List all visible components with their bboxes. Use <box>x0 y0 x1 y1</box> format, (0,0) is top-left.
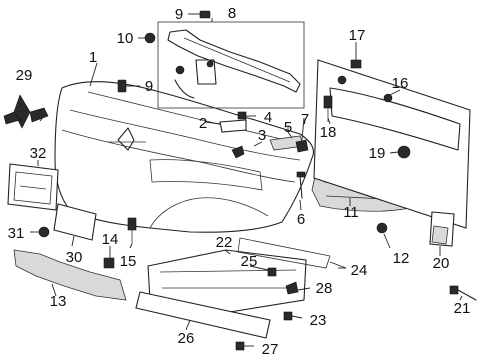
leader-lines <box>37 18 463 331</box>
screw-27 <box>235 341 254 351</box>
part-label-8: 8 <box>228 5 236 22</box>
screw-15 <box>127 217 137 244</box>
part-label-13: 13 <box>50 293 67 310</box>
nut-4 <box>237 111 256 120</box>
part-label-5: 5 <box>284 119 292 136</box>
part-label-23: 23 <box>310 312 327 329</box>
small-bracket-2 <box>205 119 247 133</box>
bracket-20 <box>429 211 455 247</box>
part-label-11: 11 <box>343 204 359 221</box>
part-label-21: 21 <box>454 300 471 317</box>
part-label-25: 25 <box>241 253 258 270</box>
part-label-12: 12 <box>393 250 410 267</box>
bolt-18 <box>323 95 333 122</box>
screw-25 <box>267 267 277 277</box>
part-label-4: 4 <box>264 109 272 126</box>
part-label-6: 6 <box>297 211 305 228</box>
part-label-22: 22 <box>216 234 233 251</box>
part-label-9-top: 9 <box>175 6 183 23</box>
part-label-28: 28 <box>316 280 333 297</box>
reinforcement-kit-box <box>157 21 305 109</box>
bracket-30 <box>53 203 97 241</box>
part-label-29: 29 <box>16 67 33 84</box>
part-label-18: 18 <box>320 124 337 141</box>
part-label-20: 20 <box>433 255 450 272</box>
part-label-24: 24 <box>351 262 368 279</box>
grille-insert-5 <box>269 131 305 151</box>
stud-6 <box>296 171 306 199</box>
part-label-19: 19 <box>369 145 386 162</box>
emblem <box>3 94 49 129</box>
part-label-30: 30 <box>66 249 83 266</box>
push-clip-10 <box>138 32 156 44</box>
clip-7 <box>295 139 309 153</box>
splash-shield-24 <box>237 237 347 269</box>
part-labels: 1 2 3 4 5 6 7 8 9 9 10 11 12 13 14 15 16… <box>8 5 471 358</box>
absorber-13 <box>13 249 127 301</box>
bolt-17 <box>350 50 362 69</box>
screw-top <box>188 10 211 19</box>
clip-3 <box>231 145 245 159</box>
part-label-17: 17 <box>349 27 366 44</box>
bolt-21 <box>449 285 477 301</box>
part-label-2: 2 <box>199 115 207 132</box>
bolt-19 <box>397 145 411 159</box>
part-label-27: 27 <box>262 341 279 358</box>
part-label-7: 7 <box>301 111 309 128</box>
part-label-14: 14 <box>102 231 119 248</box>
part-label-32: 32 <box>30 145 47 162</box>
part-label-10: 10 <box>117 30 134 47</box>
screw-23 <box>283 311 303 321</box>
clip-28 <box>285 281 299 295</box>
nut-12 <box>376 222 391 249</box>
clip-14 <box>103 257 115 269</box>
lower-trim-26 <box>135 291 271 339</box>
part-label-9-left: 9 <box>145 78 153 95</box>
nut-31 <box>30 226 50 238</box>
bumper-fascia <box>54 81 315 233</box>
screw-9-left <box>117 79 140 93</box>
part-label-31: 31 <box>8 225 25 242</box>
license-plate-bracket <box>7 163 59 211</box>
part-label-15: 15 <box>120 253 137 270</box>
part-label-26: 26 <box>178 330 195 347</box>
part-label-3: 3 <box>258 127 266 144</box>
impact-bar-panel <box>313 59 471 229</box>
part-label-1: 1 <box>89 49 97 66</box>
part-label-16: 16 <box>392 75 409 92</box>
